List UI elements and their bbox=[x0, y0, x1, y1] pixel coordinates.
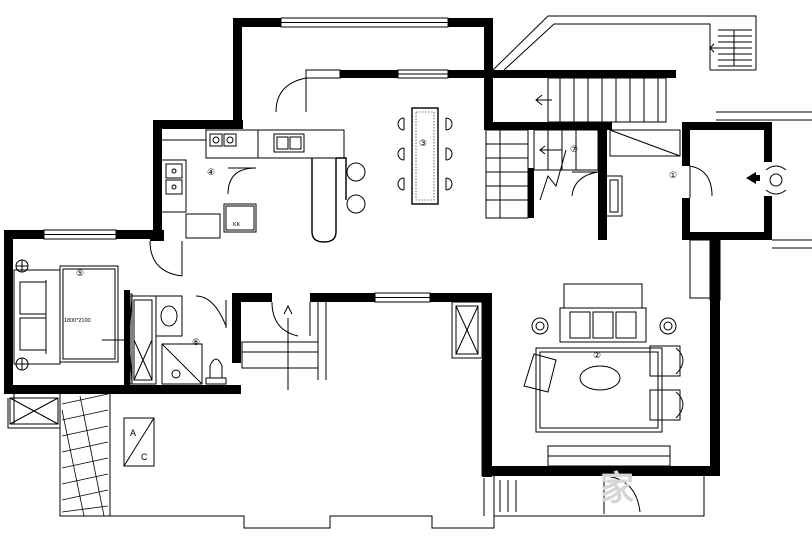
corridor-units bbox=[241, 301, 489, 476]
bathroom bbox=[129, 295, 227, 385]
room-number-living-room: ② bbox=[593, 351, 601, 361]
room-number-stair-hall: ⑦ bbox=[570, 145, 578, 155]
stairs-top-right bbox=[709, 29, 752, 67]
stairs-inner bbox=[485, 129, 599, 219]
walls bbox=[4, 18, 772, 477]
ac-label-bottom: C bbox=[141, 452, 148, 462]
room-number-bathroom: ⑥ bbox=[192, 338, 200, 348]
room-number-bedroom: ⑤ bbox=[76, 269, 84, 279]
terrace-hatch bbox=[61, 393, 109, 517]
bedroom bbox=[13, 259, 133, 385]
room-number-kitchen: ④ bbox=[207, 168, 215, 178]
doors bbox=[149, 77, 713, 514]
room-number-entrance: ① bbox=[669, 171, 677, 181]
room-number-dining-room: ③ bbox=[419, 139, 427, 149]
watermark: 家 bbox=[600, 469, 634, 509]
dining-table bbox=[397, 107, 453, 205]
svg-text:KK: KK bbox=[233, 222, 241, 228]
entrance bbox=[605, 129, 787, 217]
bed-size-label: 1800*2100 bbox=[64, 318, 91, 324]
ac-unit: A C bbox=[123, 417, 155, 467]
living-room bbox=[483, 283, 684, 516]
stairs-north bbox=[535, 77, 667, 123]
windows bbox=[7, 15, 812, 529]
ac-label-top: A bbox=[130, 428, 136, 438]
kitchen: KK bbox=[162, 128, 366, 243]
room-labels: ① ② ③ ④ ⑤ ⑥ ⑦ bbox=[76, 139, 677, 361]
